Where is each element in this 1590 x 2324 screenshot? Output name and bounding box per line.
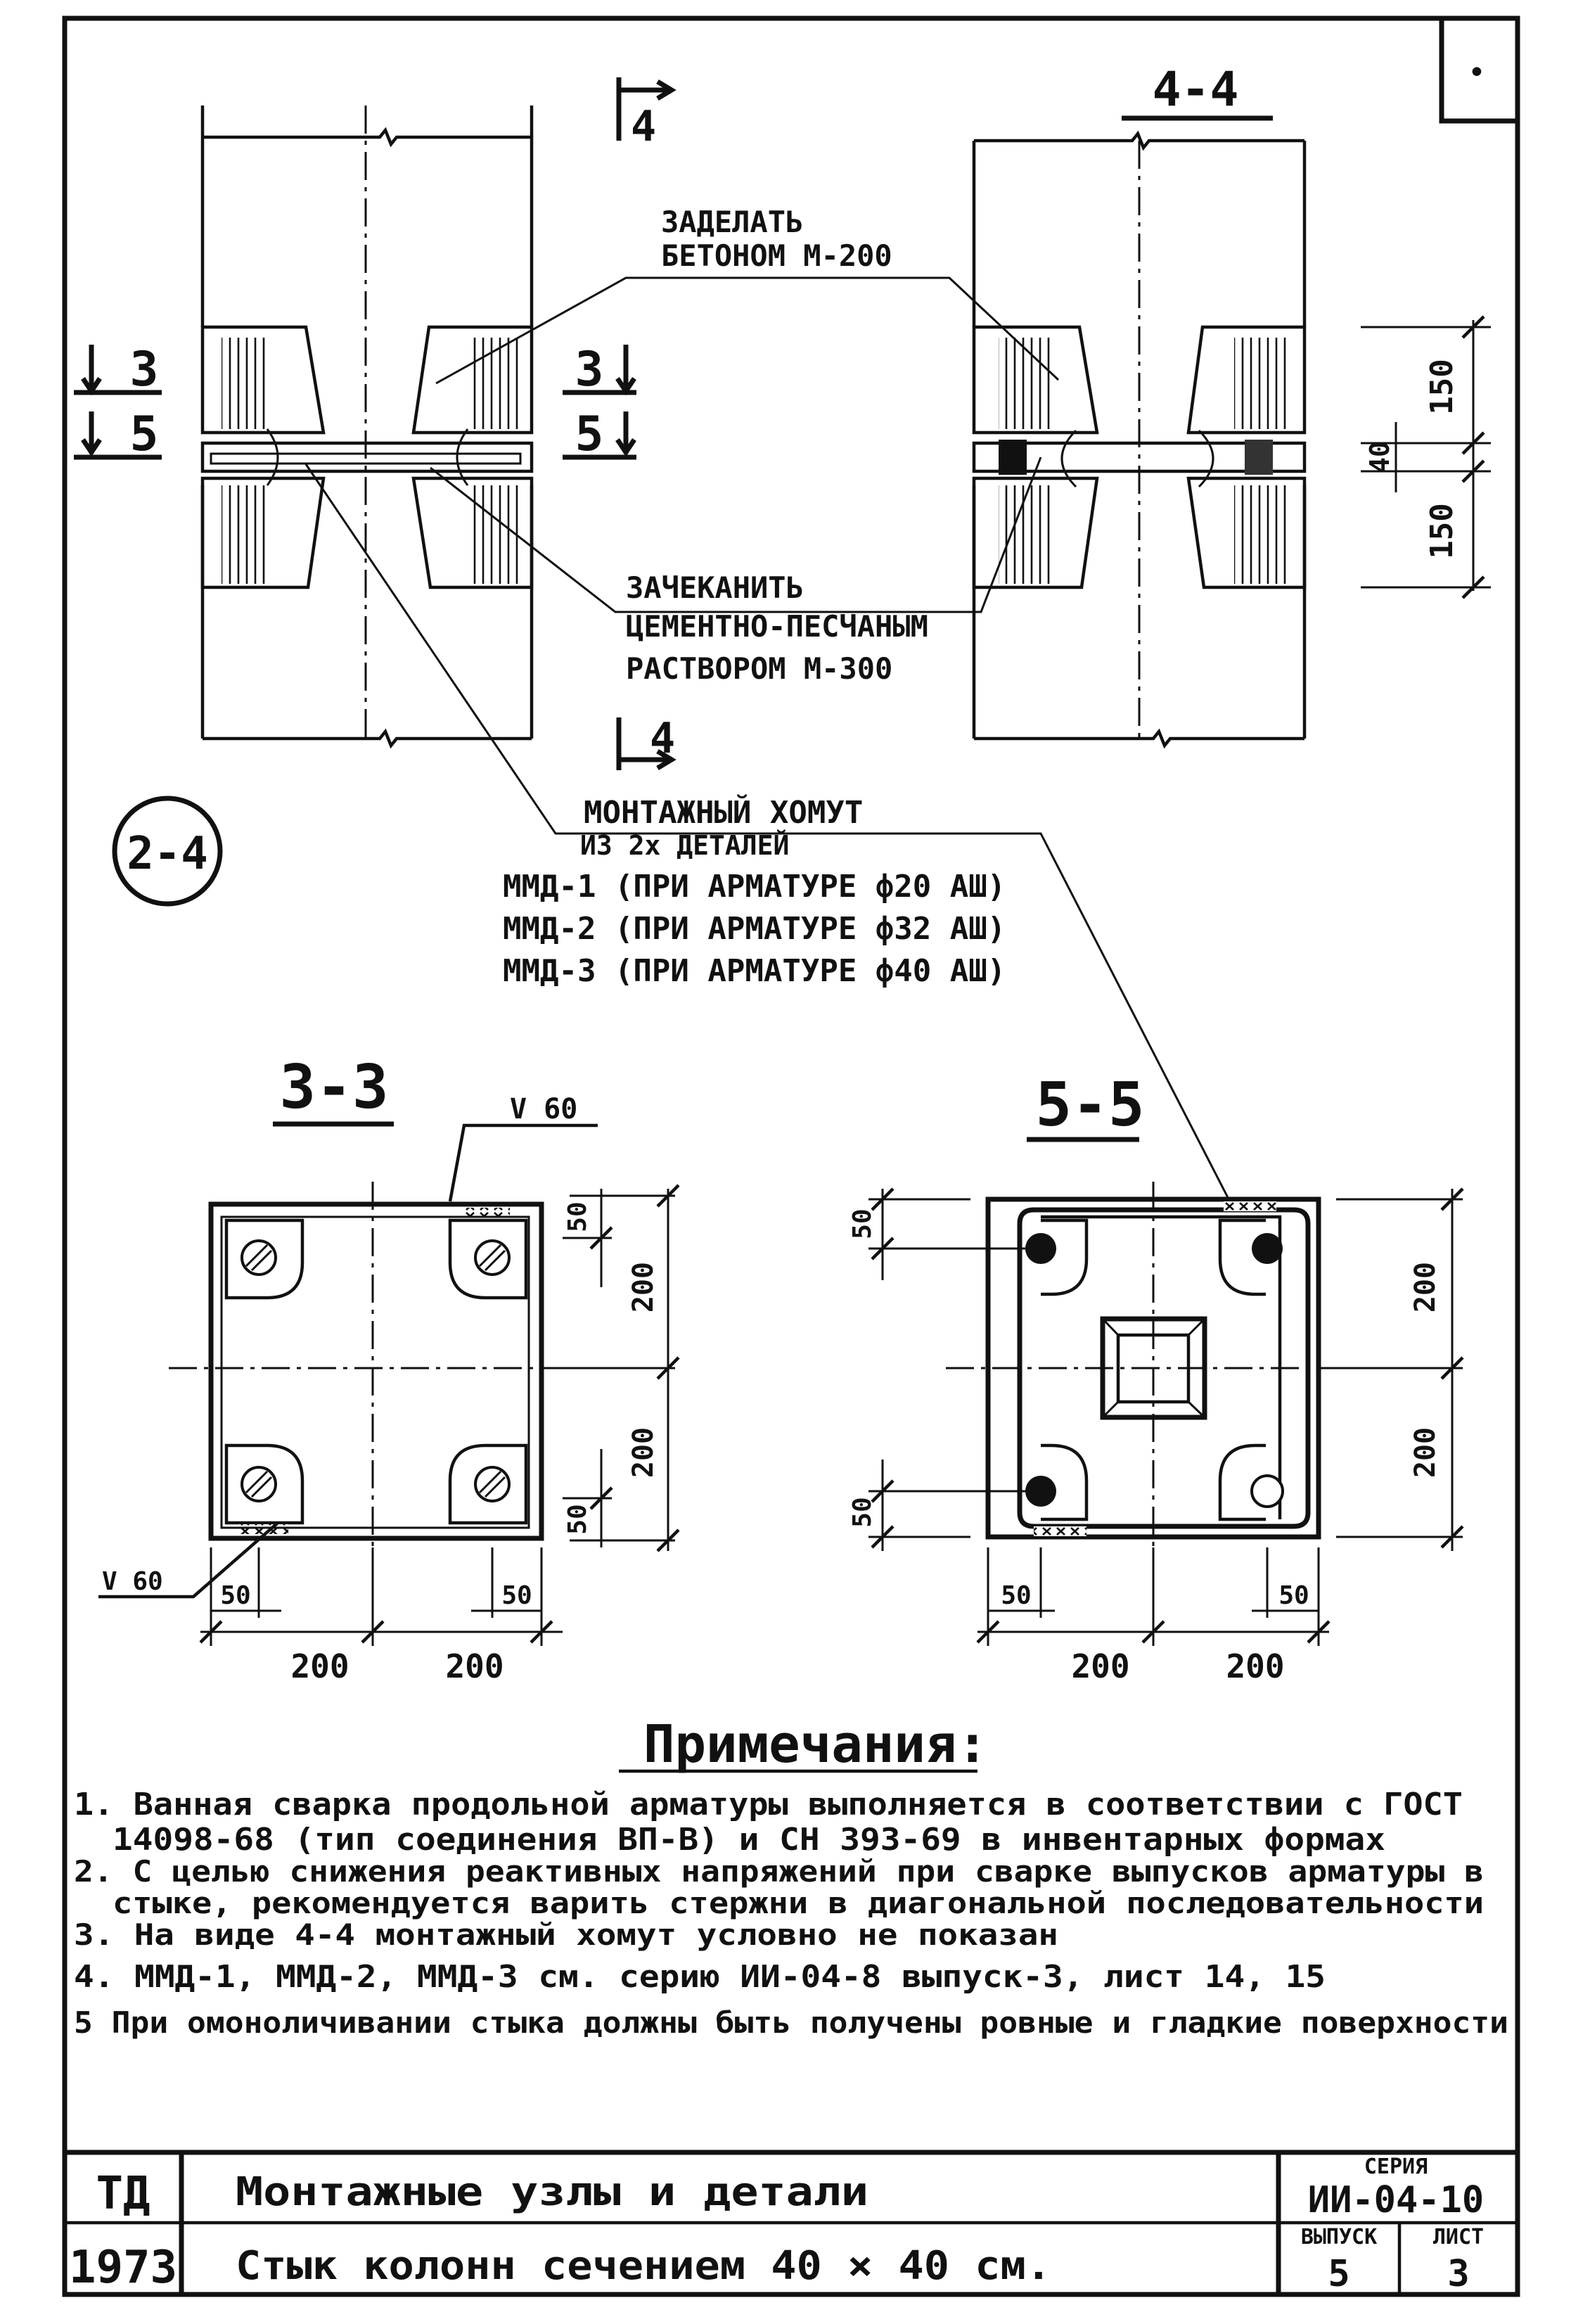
sheet-frame: • [62,15,1520,2297]
cut-mark-4-top: 4 [616,77,677,151]
seal-line-1: ЗАДЕЛАТЬ [661,205,803,239]
dim-3-3-right-200-top: 200 [627,1262,660,1313]
dim-3-3-bottom-200-left: 200 [290,1647,349,1685]
clamp-line-4: ММД-2 (ПРИ АРМАТУРЕ ф32 АШ) [503,911,1006,947]
dim-5-5-right-200-bottom: 200 [1409,1427,1442,1478]
dim-5-5-left-50-top: 50 [848,1208,877,1239]
cut-left-label-5: 5 [130,407,159,462]
dim-4-4-joint: 40 [1364,441,1395,473]
title-line-2: Стык колонн сечением 40 × 40 см. [236,2243,1051,2289]
title-block-year: 1973 [69,2242,177,2294]
clamp-line-5: ММД-3 (ПРИ АРМАТУРЕ ф40 АШ) [503,953,1006,989]
issue-label: ВЫПУСК [1301,2225,1377,2249]
note-1-line-2: 14098-68 (тип соединения ВП-В) и СН 393-… [113,1822,1385,1858]
section-5-5-title: 5-5 [1035,1070,1144,1140]
dim-4-4-top: 150 [1424,359,1460,414]
dim-5-5-left-50-bottom: 50 [848,1497,877,1527]
title-line-1: Монтажные узлы и детали [236,2169,868,2215]
note-5: 5 При омоноличивании стыка должны быть п… [74,2005,1508,2040]
note-2-line-1: 2. С целью снижения реактивных напряжени… [74,1854,1484,1889]
detail-badge: 2-4 [112,796,223,907]
cut-mid-label-5: 5 [575,407,604,462]
caulk-line-1: ЗАЧЕКАНИТЬ [626,570,804,605]
section-3-3: 3-3 V 60 V 60 [98,1052,680,1685]
cut-label-4-bottom: 4 [650,714,675,763]
caulk-line-2: ЦЕМЕНТНО-ПЕСЧАНЫМ [626,609,928,644]
dim-5-5-bottom-200-left: 200 [1071,1647,1129,1685]
issue-value: 5 [1328,2253,1349,2295]
note-2-line-2: стыке, рекомендуется варить стержни в ди… [113,1886,1484,1920]
dim-3-3-right-200-bottom: 200 [627,1427,660,1478]
series-value: ИИ-04-10 [1308,2179,1484,2221]
detail-badge-label: 2-4 [127,828,208,880]
dim-3-3-bottom-200-right: 200 [445,1647,504,1685]
cut-label-4-top: 4 [631,102,656,151]
note-1-line-1: 1. Ванная сварка продольной арматуры вып… [74,1787,1463,1822]
sheet-label: ЛИСТ [1433,2225,1484,2249]
elevation-left [200,106,534,749]
seal-line-2: БЕТОНОМ М-200 [661,238,892,273]
weld-label-bottom: V 60 [102,1567,163,1596]
dim-3-3-right-50-bottom: 50 [563,1504,592,1534]
dim-3-3-right-50-top: 50 [563,1201,592,1232]
dim-4-4-bottom: 150 [1424,503,1460,558]
cut-mid-label-3: 3 [575,342,604,397]
section-3-3-title: 3-3 [279,1052,388,1123]
note-4: 4. ММД-1, ММД-2, ММД-3 см. серию ИИ-04-8… [74,1959,1326,1995]
weld-label-top: V 60 [510,1093,577,1125]
dim-5-5-bottom-200-right: 200 [1226,1647,1284,1685]
cut-mark-4-bottom: 4 [616,714,677,771]
clamp-line-2: ИЗ 2х ДЕТАЛЕЙ [580,830,789,861]
dim-5-5-right-200-top: 200 [1409,1262,1442,1313]
series-label: СЕРИЯ [1364,2154,1428,2179]
section-4-4-title: 4-4 [1153,62,1239,117]
notes-title: Примечания: [643,1714,988,1775]
cut-left-label-3: 3 [130,342,159,397]
cut-mark-left-3-5: 3 5 [74,342,162,462]
dim-3-3-bottom-50-left: 50 [220,1581,250,1610]
note-3: 3. На виде 4-4 монтажный хомут условно н… [74,1917,1058,1952]
annotation-caulk: ЗАЧЕКАНИТЬ ЦЕМЕНТНО-ПЕСЧАНЫМ РАСТВОРОМ М… [430,456,1042,686]
annotation-clamp: МОНТАЖНЫЙ ХОМУТ ИЗ 2х ДЕТАЛЕЙ ММД-1 (ПРИ… [304,464,1236,1211]
section-5-5: 5-5 50 50 [848,1070,1464,1685]
title-block-code: ТД [96,2168,150,2220]
dim-3-3-bottom-50-right: 50 [501,1581,532,1610]
clamp-line-1: МОНТАЖНЫЙ ХОМУТ [584,793,863,831]
section-4-4-elevation: 4-4 150 40 150 [972,62,1491,749]
cut-mark-mid-3-5: 3 5 [563,342,636,462]
corner-mark: • [1469,58,1485,87]
notes-block: Примечания: 1. Ванная сварка продольной … [74,1714,1508,2040]
sheet-value: 3 [1447,2253,1469,2295]
dim-5-5-bottom-50-left: 50 [1001,1581,1031,1610]
dim-5-5-bottom-50-right: 50 [1278,1581,1309,1610]
title-block: ТД 1973 Монтажные узлы и детали Стык кол… [65,2150,1518,2295]
clamp-line-3: ММД-1 (ПРИ АРМАТУРЕ ф20 АШ) [503,869,1006,905]
annotation-seal-concrete: ЗАДЕЛАТЬ БЕТОНОМ М-200 [435,205,1060,385]
caulk-line-3: РАСТВОРОМ М-300 [626,651,892,686]
